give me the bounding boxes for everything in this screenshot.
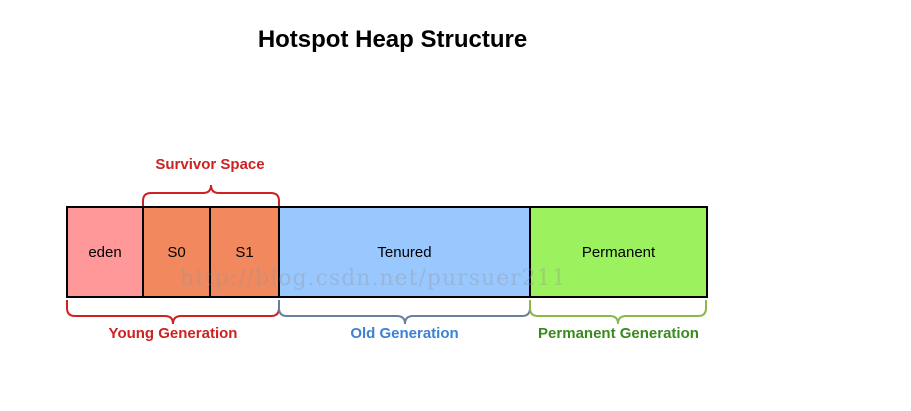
tenured-label: Tenured — [377, 243, 432, 261]
old-generation-brace — [278, 300, 531, 325]
permanent-generation-label: Permanent Generation — [538, 325, 699, 342]
survivor-space-label: Survivor Space — [155, 156, 265, 173]
s1-label: S1 — [235, 243, 254, 261]
s0-label: S0 — [167, 243, 186, 261]
permanent-generation-brace — [529, 300, 707, 325]
young-generation-label: Young Generation — [108, 325, 238, 342]
survivor-space-brace — [142, 184, 280, 207]
s0-region: S0 — [142, 206, 211, 298]
young-generation-brace — [66, 300, 280, 325]
eden-region: eden — [66, 206, 144, 298]
eden-label: eden — [88, 243, 122, 261]
permanent-label: Permanent — [581, 243, 656, 261]
s1-region: S1 — [209, 206, 280, 298]
diagram-title: Hotspot Heap Structure — [257, 26, 528, 53]
permanent-region: Permanent — [529, 206, 708, 298]
tenured-region: Tenured — [278, 206, 531, 298]
old-generation-label: Old Generation — [350, 325, 459, 342]
